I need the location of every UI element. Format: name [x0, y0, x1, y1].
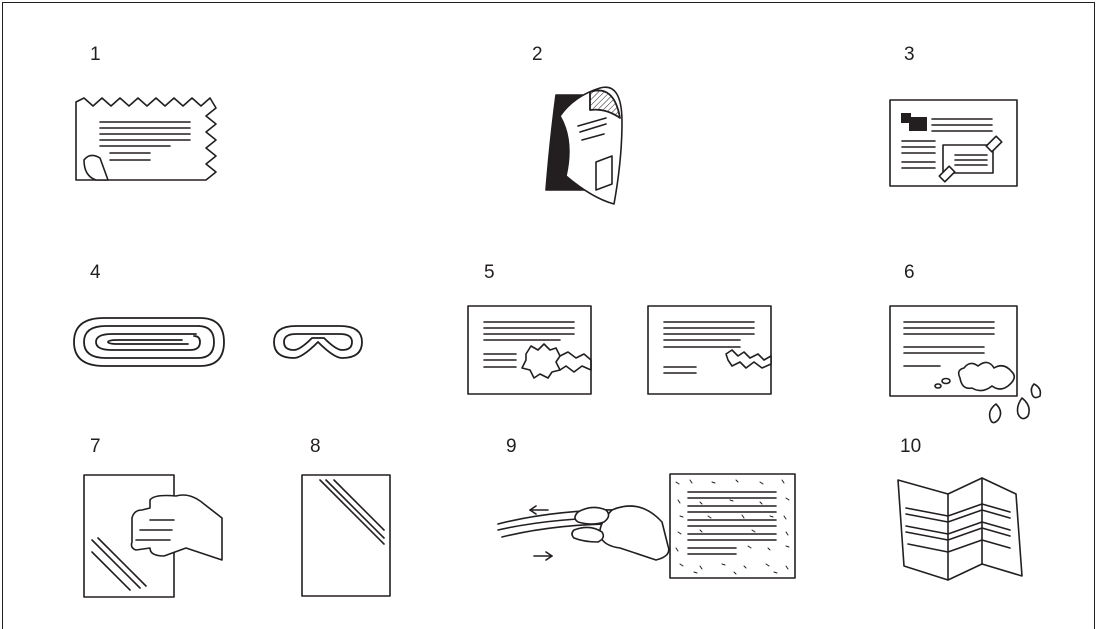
wet-sheet-icon	[890, 306, 1040, 423]
folded-sheet-icon	[898, 478, 1022, 580]
curled-sheet-icon	[546, 87, 622, 204]
carbon-paper-icon	[498, 506, 669, 560]
transparency-hand-icon	[84, 475, 222, 597]
dusty-sheet-icon	[670, 474, 795, 578]
torn-hole-sheet-icon	[468, 306, 591, 394]
staple-icon	[274, 326, 362, 358]
transparency-sheet-icon	[302, 475, 390, 596]
paste-up-sheet-icon	[890, 100, 1017, 186]
paper-clip-icon	[74, 318, 224, 366]
torn-curled-paper-icon	[76, 98, 216, 180]
torn-edge-sheet-icon	[648, 306, 771, 394]
